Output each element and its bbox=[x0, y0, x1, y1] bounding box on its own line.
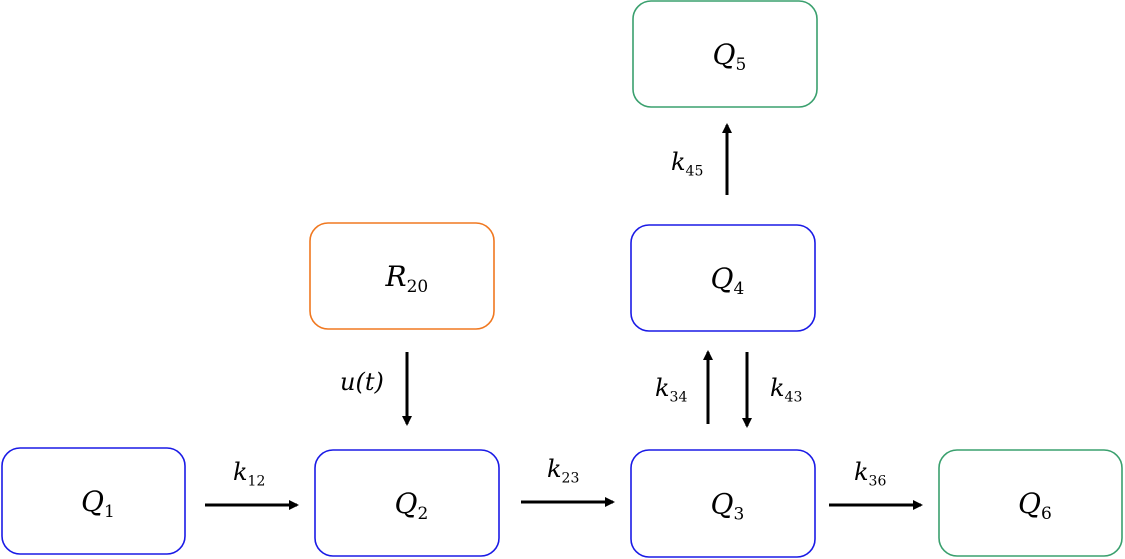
box-r20-label: R20 bbox=[385, 260, 429, 297]
edge-ut: u(t) bbox=[340, 352, 412, 426]
edge-k23: k23 bbox=[521, 455, 615, 507]
box-q4-border bbox=[630, 224, 816, 332]
edge-k36: k36 bbox=[829, 458, 923, 510]
edge-k43: k43 bbox=[742, 352, 802, 428]
box-q2-label: Q2 bbox=[395, 487, 429, 524]
box-r20: R20 bbox=[309, 222, 495, 330]
box-q5-label: Q5 bbox=[713, 38, 747, 75]
edge-k43-label: k43 bbox=[770, 374, 802, 405]
box-q3-border bbox=[630, 449, 816, 558]
box-q4: Q4 bbox=[630, 224, 816, 332]
box-q1: Q1 bbox=[1, 447, 186, 555]
edge-k23-label: k23 bbox=[547, 455, 579, 486]
edge-k12-label: k12 bbox=[233, 458, 265, 489]
box-q5-border bbox=[632, 0, 818, 108]
edge-k45: k45 bbox=[671, 123, 732, 195]
box-q1-border bbox=[1, 447, 186, 555]
box-q6-border bbox=[938, 449, 1123, 557]
edge-k34: k34 bbox=[655, 350, 713, 424]
edge-k36-label: k36 bbox=[854, 458, 886, 489]
edge-ut-label: u(t) bbox=[340, 368, 384, 396]
box-q2-border bbox=[314, 449, 500, 557]
box-q6: Q6 bbox=[938, 449, 1123, 557]
box-q2: Q2 bbox=[314, 449, 500, 557]
box-q6-label: Q6 bbox=[1018, 487, 1052, 524]
edges-layer: k12 k23 k36 k34 k43 k45 u(t) bbox=[205, 123, 923, 510]
box-r20-border bbox=[309, 222, 495, 330]
edge-k45-label: k45 bbox=[671, 148, 703, 179]
edge-k34-label: k34 bbox=[655, 374, 687, 405]
box-q4-label: Q4 bbox=[711, 262, 745, 299]
box-q5: Q5 bbox=[632, 0, 818, 108]
box-q3-label: Q3 bbox=[711, 488, 745, 525]
box-q1-label: Q1 bbox=[81, 485, 115, 522]
box-q3: Q3 bbox=[630, 449, 816, 558]
edge-k12: k12 bbox=[205, 458, 299, 510]
